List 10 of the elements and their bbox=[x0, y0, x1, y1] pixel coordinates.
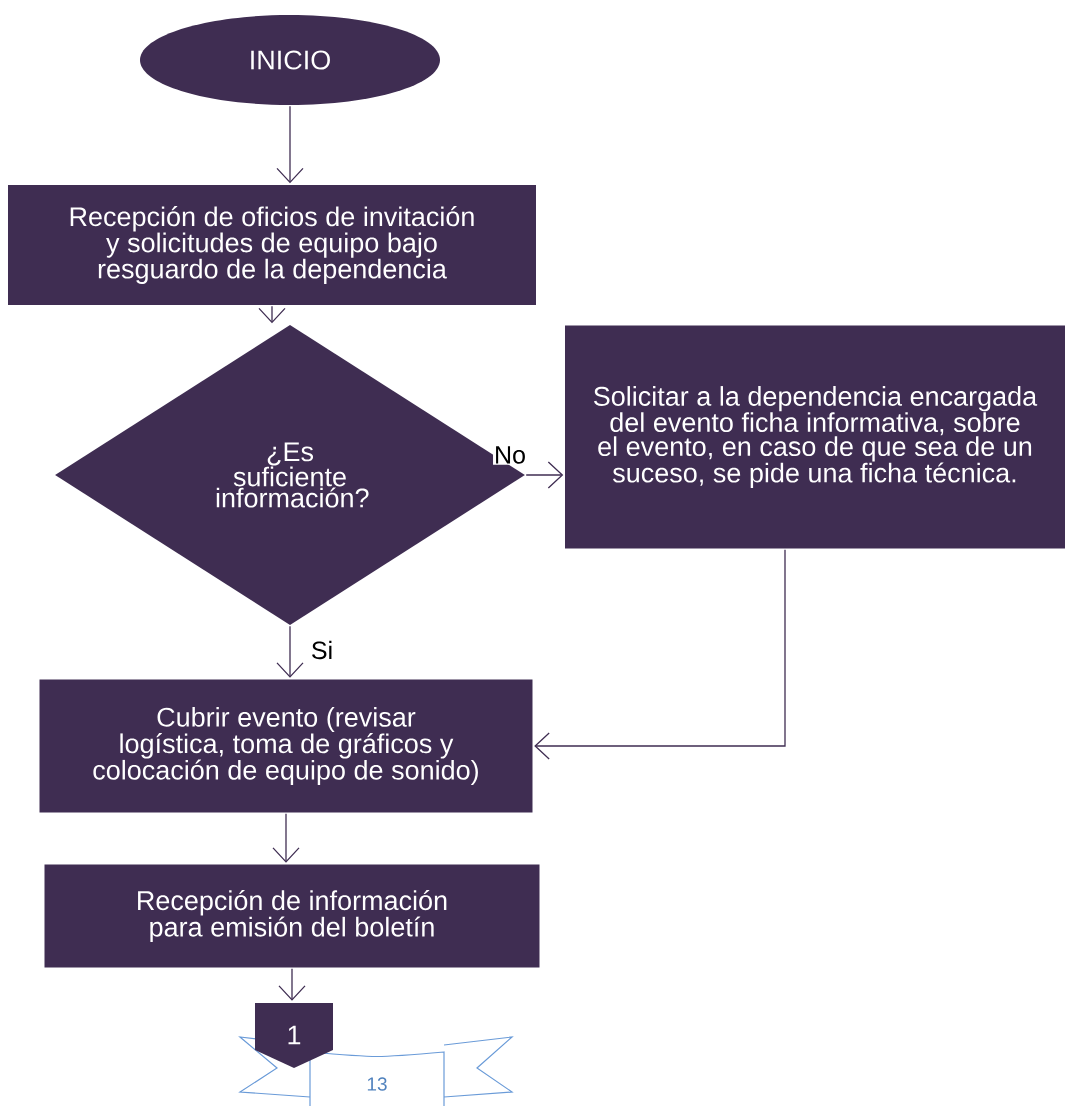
process-box: Cubrir evento (revisar logística, toma de gráficos y colocación de equipo de sonido) bbox=[39, 679, 533, 813]
process-box: Recepción de oficios de invitación y solicitudes de equipo bajo resguardo de la dependencia bbox=[8, 185, 536, 305]
edge-label: No bbox=[493, 445, 527, 465]
offpage-connector: 1 bbox=[255, 1003, 333, 1068]
page-number: 13 bbox=[367, 1077, 387, 1091]
process-box: Solicitar a la dependencia encargada del evento ficha informativa, sobre el evento, en caso de que sea de un suceso, se pide una ficha técnica. bbox=[565, 325, 1065, 549]
edge-label: Si bbox=[309, 639, 335, 661]
arrow bbox=[276, 105, 304, 184]
process-box: Recepción de información para emisión del boletín bbox=[44, 864, 540, 968]
arrow bbox=[534, 549, 786, 760]
